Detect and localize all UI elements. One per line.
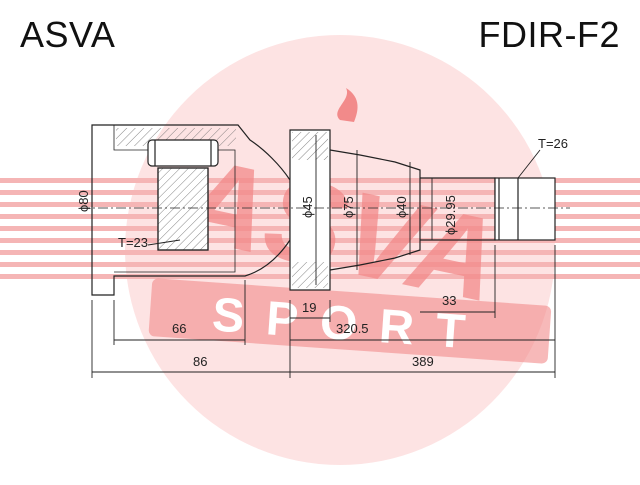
thread-label-right: T=26	[538, 136, 568, 151]
thread-label-left: T=23	[118, 235, 148, 250]
part-code: FDIR-F2	[478, 14, 620, 55]
dim-dia-29: ϕ29.95	[443, 195, 458, 235]
spline-end	[494, 177, 556, 241]
dim-len-19: 19	[302, 300, 316, 315]
middle-collar	[289, 129, 331, 291]
dim-len-86: 86	[193, 354, 207, 369]
watermark-sport-band	[148, 278, 552, 364]
cv-joint-outline	[80, 124, 570, 296]
dimension-lines	[91, 125, 556, 378]
dim-dia-40: ϕ40	[394, 196, 409, 218]
collar-hatch-bottom	[292, 262, 328, 288]
dim-len-33: 33	[442, 293, 456, 308]
dim-dia-outer: ϕ80	[76, 190, 91, 212]
dim-dia-75: ϕ75	[341, 196, 356, 218]
collar-hatch-top	[292, 132, 328, 160]
spider-hatch	[157, 167, 209, 251]
flame-logo-icon	[337, 88, 358, 122]
dim-dia-45: ϕ45	[300, 196, 315, 218]
dim-len-320: 320.5	[336, 321, 369, 336]
dim-len-389: 389	[412, 354, 434, 369]
boot	[329, 149, 421, 271]
dim-len-66: 66	[172, 321, 186, 336]
brand-title: ASVA	[20, 14, 116, 55]
housing-inner	[113, 125, 236, 273]
roller-bearing	[147, 139, 219, 167]
